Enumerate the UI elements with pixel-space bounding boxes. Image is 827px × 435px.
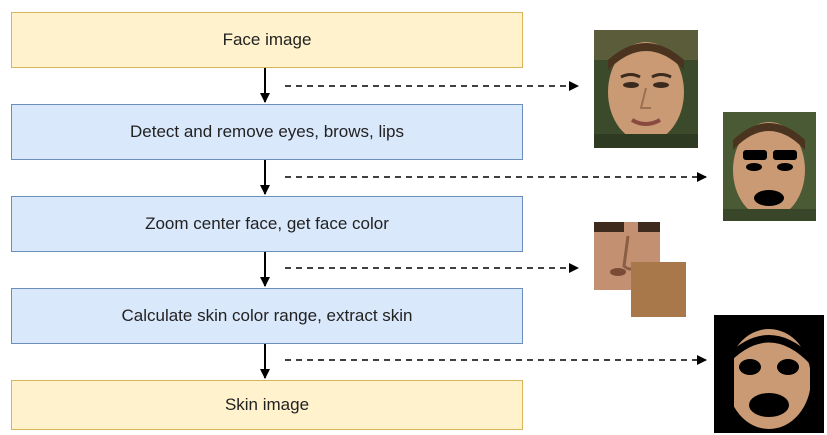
- masked-face-icon: [723, 112, 816, 221]
- step-skin-image: Skin image: [11, 380, 523, 430]
- step-label: Calculate skin color range, extract skin: [121, 306, 413, 325]
- color-swatch-icon: [631, 262, 686, 317]
- step-label: Face image: [222, 30, 312, 49]
- face-photo-icon: [594, 30, 698, 148]
- step-calculate-skin-range: Calculate skin color range, extract skin: [11, 288, 523, 344]
- skin-mask-icon: [714, 315, 824, 433]
- step-label: Detect and remove eyes, brows, lips: [129, 122, 404, 141]
- step-zoom-center-face: Zoom center face, get face color: [11, 196, 523, 252]
- step-label: Zoom center face, get face color: [145, 214, 389, 233]
- step-face-image: Face image: [11, 12, 523, 68]
- step-detect-remove-features: Detect and remove eyes, brows, lips: [11, 104, 523, 160]
- step-label: Skin image: [224, 395, 310, 414]
